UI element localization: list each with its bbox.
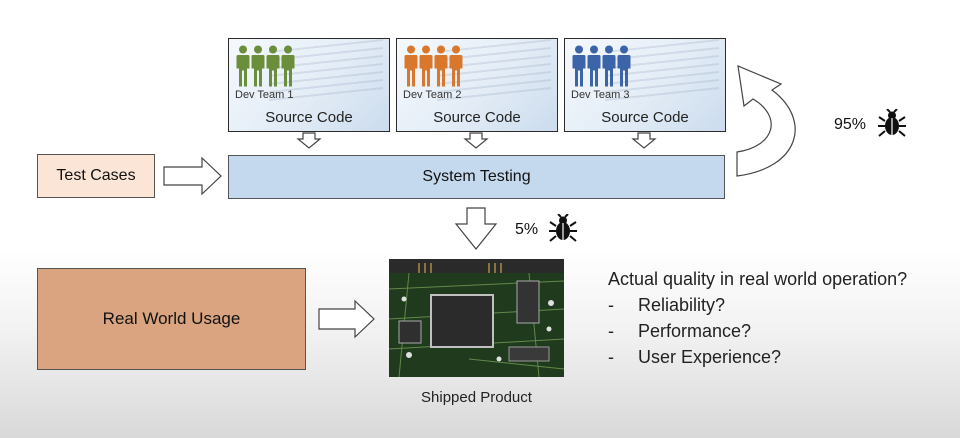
curved-feedback-arrow bbox=[736, 65, 796, 177]
bug-icon bbox=[878, 109, 907, 137]
block-arrow-icon bbox=[463, 132, 489, 149]
source-code-label: Source Code bbox=[433, 109, 521, 126]
dev-team-3-card: Dev Team 3 Source Code bbox=[564, 38, 726, 132]
bugs-caught-pct: 95% bbox=[834, 116, 867, 133]
block-arrow-icon bbox=[163, 156, 222, 196]
circuit-board-image bbox=[389, 259, 564, 377]
block-arrow-icon bbox=[296, 132, 322, 149]
list-item: User Experience? bbox=[608, 344, 907, 370]
real-world-usage-box: Real World Usage bbox=[37, 268, 306, 370]
team-name: Dev Team 1 bbox=[235, 89, 294, 101]
block-arrow-icon bbox=[631, 132, 657, 149]
bugs-escaped-pct: 5% bbox=[515, 221, 539, 238]
question-list: Reliability? Performance? User Experienc… bbox=[608, 292, 907, 370]
shipped-product-label: Shipped Product bbox=[421, 389, 532, 406]
list-item: Performance? bbox=[608, 318, 907, 344]
dev-team-2-card: Dev Team 2 Source Code bbox=[396, 38, 558, 132]
question-title: Actual quality in real world operation? bbox=[608, 269, 908, 289]
team-name: Dev Team 2 bbox=[403, 89, 462, 101]
source-code-label: Source Code bbox=[601, 109, 689, 126]
system-testing-box: System Testing bbox=[228, 155, 725, 199]
quality-question-block: Actual quality in real world operation? … bbox=[608, 266, 907, 370]
team-name: Dev Team 3 bbox=[571, 89, 630, 101]
block-arrow-icon bbox=[318, 299, 375, 339]
list-item: Reliability? bbox=[608, 292, 907, 318]
test-cases-box: Test Cases bbox=[37, 154, 155, 198]
dev-team-1-card: Dev Team 1 Source Code bbox=[228, 38, 390, 132]
block-arrow-icon bbox=[454, 207, 498, 250]
bug-icon bbox=[549, 214, 578, 242]
source-code-label: Source Code bbox=[265, 109, 353, 126]
